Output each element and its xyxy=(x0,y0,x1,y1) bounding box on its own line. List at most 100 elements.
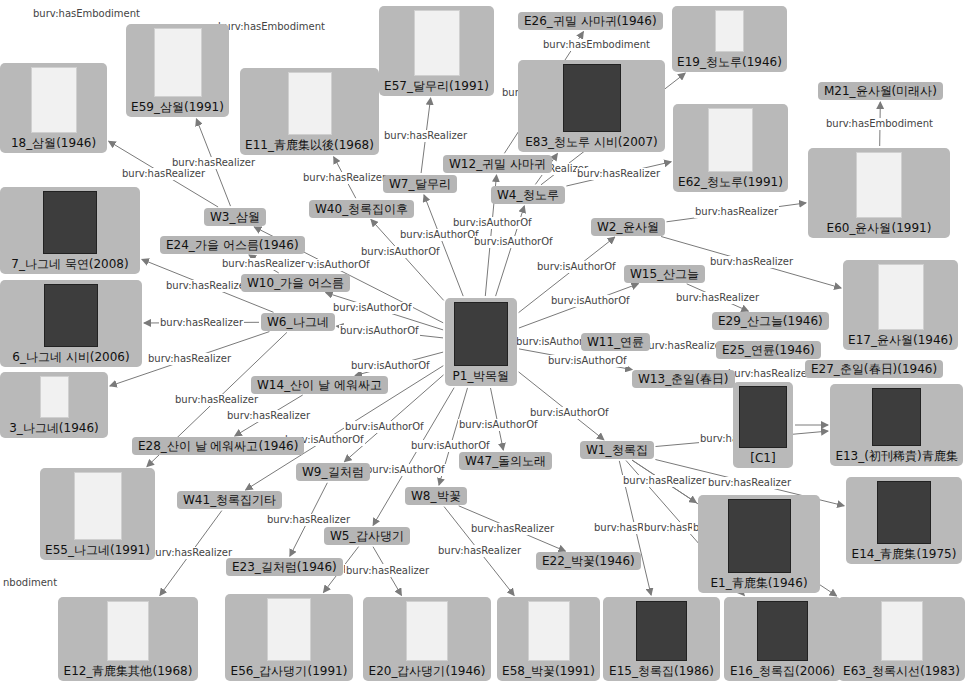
expression-image-box: E15_청록집(1986) xyxy=(603,597,720,681)
work-label-box: W3_삼월 xyxy=(204,208,266,226)
node-text: E59_삼월(1991) xyxy=(126,99,229,115)
work-label-box: W5_갑사댕기 xyxy=(324,527,410,545)
edge-label: burv:hasRealizer xyxy=(641,340,726,352)
edge-label: burv:hasRealizer xyxy=(383,130,468,142)
thumbnail xyxy=(44,284,98,347)
edge-label: burv:hasRealizer xyxy=(226,410,311,422)
edge-label: burv:hasRealizer xyxy=(147,353,232,365)
node-text-run: E57_달무리(1991) xyxy=(384,79,489,93)
expression-image-box: E55_나그네(1991) xyxy=(40,468,155,560)
node-text: E19_청노루(1946) xyxy=(672,54,787,70)
work-label-box: W8_박꽃 xyxy=(405,487,467,505)
node-text-run: E11_青鹿集以後(1968) xyxy=(245,138,374,152)
connector-arrow xyxy=(519,284,639,328)
node-text: W14_산이 날 에워싸고 xyxy=(257,377,382,393)
node-text-run: 7_나그네 묵연(2008) xyxy=(11,257,128,271)
node-text: W9_길처럼 xyxy=(302,464,364,480)
node-text: E15_청록집(1986) xyxy=(603,663,720,679)
edge-label: burv:isAuthorOf xyxy=(332,302,413,314)
edge-label: burv:hasRealizer xyxy=(148,547,233,559)
node-text: E17_윤사월(1946) xyxy=(843,332,958,348)
node-text: E56_갑사댕기(1991) xyxy=(225,663,353,679)
expression-image-box: E58_박꽃(1991) xyxy=(497,597,600,681)
node-text: E26_귀밀 사마귀(1946) xyxy=(524,13,657,29)
work-label-box: W7_달무리 xyxy=(383,175,457,193)
work-label-box: E25_연륜(1946) xyxy=(716,341,821,359)
edge-label: burv:hasRealizer xyxy=(266,514,351,526)
relation-label: burv:hasEmbodiment xyxy=(32,8,141,20)
thumbnail xyxy=(406,601,448,661)
node-text: E20_갑사댕기(1946) xyxy=(363,663,491,679)
edge-label: burv:hasRealizer xyxy=(302,172,387,184)
node-text: E23_길처럼(1946) xyxy=(232,559,337,575)
node-text: W12_귀밀 사마귀 xyxy=(449,156,546,172)
work-label-box: E28_산이 날 에워싸고(1946) xyxy=(132,437,304,455)
node-text: W4_청노루 xyxy=(497,187,559,203)
connector-arrow xyxy=(667,203,807,222)
edge-label: burv:hasRealizer xyxy=(694,206,779,218)
expression-image-box: 6_나그네 시비(2006) xyxy=(0,280,142,367)
edge-label: burv:isAuthorOf xyxy=(536,261,617,273)
edge-label: burv:isAuthorOf xyxy=(458,419,539,431)
expression-image-box: E62_청노루(1991) xyxy=(673,104,788,192)
work-label-box: E22_박꽃(1946) xyxy=(536,552,641,570)
node-text-run: E1_青鹿集(1946) xyxy=(710,576,807,590)
node-text: E58_박꽃(1991) xyxy=(497,663,600,679)
edge-label: burv:isAuthorOf xyxy=(365,464,446,476)
node-text-run: E56_갑사댕기(1991) xyxy=(231,664,348,678)
edge-label: burv:isAuthorOf xyxy=(473,236,554,248)
node-text: 18_삼월(1946) xyxy=(0,135,107,151)
node-text: W8_박꽃 xyxy=(411,488,461,504)
node-text-run: P1_박목월 xyxy=(453,369,510,383)
work-label-box: W9_길처럼 xyxy=(296,463,370,481)
thumbnail xyxy=(877,481,931,544)
thumbnail xyxy=(528,601,570,661)
thumbnail xyxy=(74,472,122,540)
node-text: E83_청노루 시비(2007) xyxy=(518,134,665,150)
work-label-box: W40_청록집이후 xyxy=(309,200,414,218)
thumbnail xyxy=(563,64,621,132)
expression-image-box: [C1] xyxy=(733,382,793,468)
node-text: W13_춘일(春日) xyxy=(638,371,729,387)
edge-label: burv:isAuthorOf xyxy=(410,440,491,452)
thumbnail xyxy=(757,601,808,661)
node-text: E29_산그늘(1946) xyxy=(718,313,823,329)
node-text: W2_윤사월 xyxy=(597,219,659,235)
edge-label: burv:hasRealizer xyxy=(470,523,555,535)
node-text: W47_돌의노래 xyxy=(465,453,546,469)
node-text: E63_청록시선(1983) xyxy=(838,663,965,679)
work-label-box: W15_산그늘 xyxy=(624,265,705,283)
node-text: E24_가을 어스름(1946) xyxy=(166,237,299,253)
expression-image-box: E59_삼월(1991) xyxy=(126,24,229,117)
expression-image-box: E63_청록시선(1983) xyxy=(838,597,965,681)
node-text: 3_나그네(1946) xyxy=(0,420,108,436)
edge-label: burv:hasRealizer xyxy=(159,317,244,329)
edge-label: burv:hasRealizer xyxy=(121,168,206,180)
thumbnail xyxy=(267,598,311,661)
node-text: 6_나그네 시비(2006) xyxy=(0,349,142,365)
work-label-box: W11_연륜 xyxy=(581,333,650,351)
node-text: E13_(初刊稀貴)青鹿集 xyxy=(830,448,963,464)
expression-image-box: E57_달무리(1991) xyxy=(379,6,494,96)
node-text: P1_박목월 xyxy=(445,368,517,384)
connector-arrow xyxy=(795,425,828,426)
thumbnail xyxy=(43,191,97,254)
thumbnail xyxy=(414,10,460,76)
work-label-box: W10_가을 어스름 xyxy=(241,274,350,292)
node-text: E57_달무리(1991) xyxy=(379,78,494,94)
work-label-box: E24_가을 어스름(1946) xyxy=(160,236,305,254)
edge-label: burv:isAuthorOf xyxy=(350,360,431,372)
thumbnail xyxy=(728,499,791,573)
node-text: W7_달무리 xyxy=(389,176,451,192)
connector-arrow xyxy=(519,349,632,370)
expression-image-box: E19_청노루(1946) xyxy=(672,6,787,72)
expression-image-box: 7_나그네 묵연(2008) xyxy=(0,187,140,274)
thumbnail xyxy=(708,108,753,172)
edge-label: burv:hasRealizer xyxy=(727,368,812,380)
node-text-run: E14_青鹿集(1975) xyxy=(852,547,957,561)
work-label-box: W41_청록집기타 xyxy=(177,491,282,509)
expression-image-box: E1_青鹿集(1946) xyxy=(698,495,820,593)
node-text-run: E63_청록시선(1983) xyxy=(843,664,960,678)
node-text-run: E13_(初刊稀貴)青鹿集 xyxy=(835,449,957,463)
